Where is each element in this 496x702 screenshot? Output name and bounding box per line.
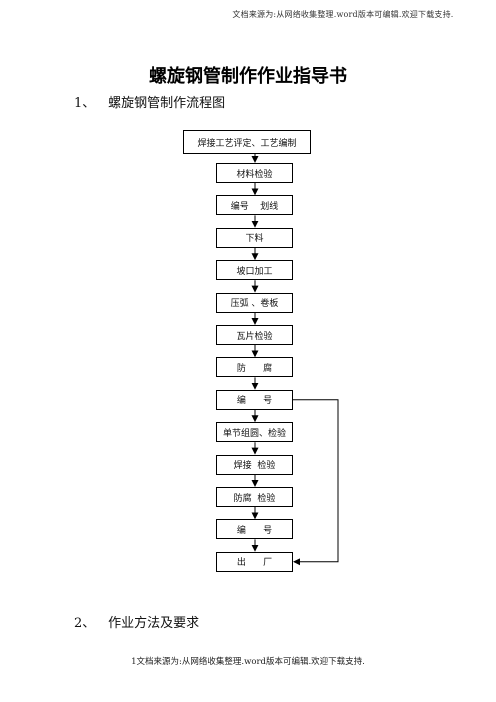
section-number-1: 1、 [74, 96, 96, 111]
flow-step-9: 编 号 [216, 389, 293, 410]
flow-step-12: 防腐 检验 [216, 487, 293, 507]
section-title-2: 作业方法及要求 [108, 616, 200, 631]
flow-step-6: 压弧 、卷板 [216, 292, 293, 313]
section-heading-2: 2、 作业方法及要求 [74, 612, 199, 631]
document-title: 螺旋钢管制作作业指导书 [149, 66, 347, 87]
section-heading-1: 1、 螺旋钢管制作流程图 [74, 92, 225, 111]
flow-step-3: 编号 划线 [216, 195, 293, 216]
section-title-1: 螺旋钢管制作流程图 [108, 96, 226, 111]
flow-step-4: 下料 [216, 227, 293, 248]
flow-step-13: 编 号 [216, 519, 293, 540]
flow-step-5: 坡口加工 [216, 260, 293, 281]
flow-step-11: 焊接 检验 [216, 454, 293, 475]
flow-step-7: 瓦片检验 [216, 325, 293, 345]
footer-note: 1文档来源为:从网络收集整理.word版本可编辑.欢迎下载支持. [131, 657, 365, 667]
section-number-2: 2、 [74, 616, 96, 631]
flow-step-8: 防 腐 [216, 357, 293, 378]
flow-step-2: 材料检验 [216, 163, 293, 183]
flow-step-14: 出 厂 [216, 551, 293, 572]
bypass-arrow [293, 399, 339, 566]
flow-step-1: 焊接工艺评定、工艺编制 [183, 130, 311, 154]
flow-step-10: 单节组圆、检验 [216, 422, 293, 443]
header-note: 文档来源为:从网络收集整理.word版本可编辑.欢迎下载支持. [232, 10, 454, 19]
